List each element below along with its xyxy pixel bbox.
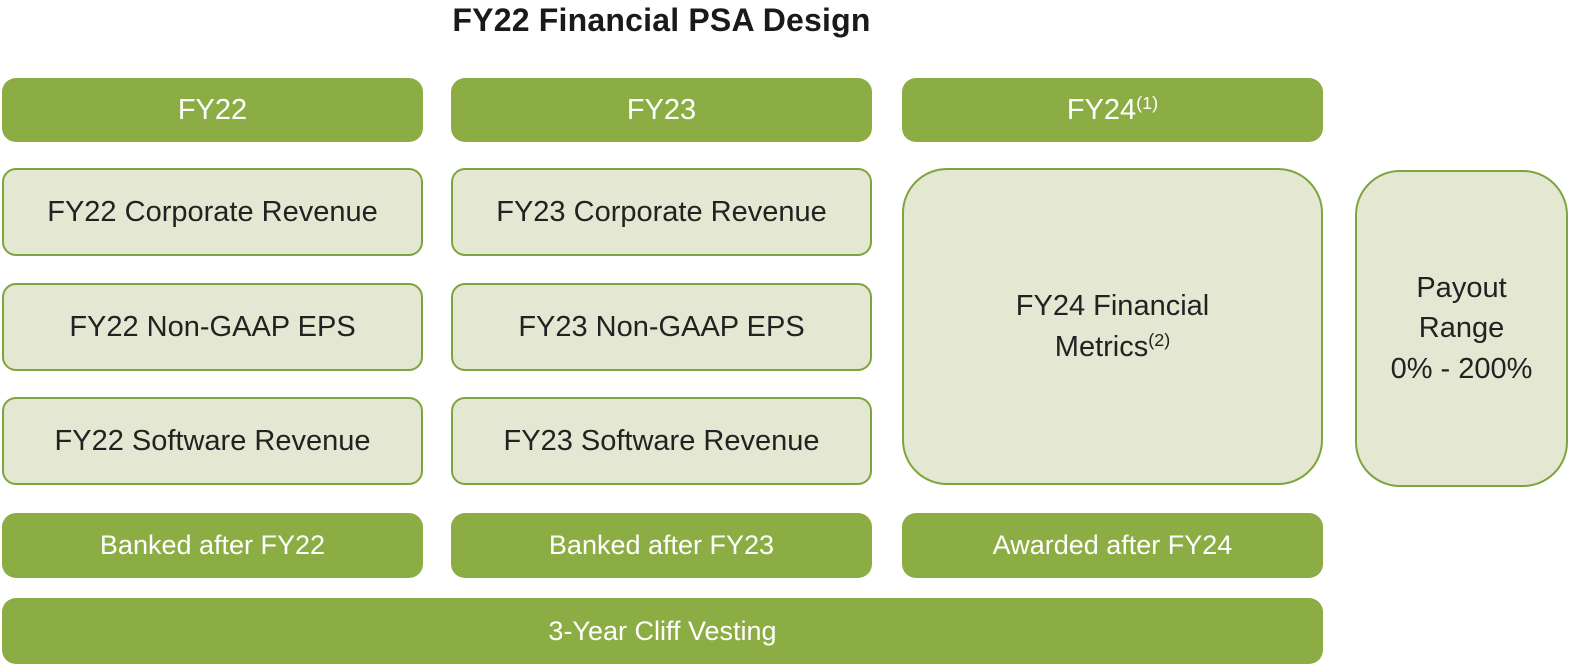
footer-label: Awarded after FY24 (992, 530, 1233, 560)
footnote-marker-2: (2) (1148, 329, 1171, 350)
footer-bar-awarded-fy24: Awarded after FY24 (902, 513, 1323, 578)
header-label-fy23: FY23 (626, 93, 697, 126)
metric-box-fy22-corporate-revenue: FY22 Corporate Revenue (2, 168, 423, 256)
header-bar-fy24: FY24(1) (902, 78, 1323, 142)
metric-label: FY22 Software Revenue (54, 424, 371, 457)
header-label-fy24: FY24(1) (1066, 92, 1159, 126)
metric-label: FY23 Software Revenue (503, 424, 820, 457)
header-label-fy22: FY22 (177, 93, 248, 126)
footer-label: Banked after FY22 (99, 530, 326, 560)
footer-label: Banked after FY23 (548, 530, 775, 560)
header-bar-fy23: FY23 (451, 78, 872, 142)
payout-range-box: Payout Range 0% - 200% (1355, 170, 1568, 487)
metric-box-fy22-non-gaap-eps: FY22 Non-GAAP EPS (2, 283, 423, 371)
footer-bar-banked-fy22: Banked after FY22 (2, 513, 423, 578)
metric-box-fy22-software-revenue: FY22 Software Revenue (2, 397, 423, 485)
metric-box-fy23-non-gaap-eps: FY23 Non-GAAP EPS (451, 283, 872, 371)
payout-range-label: Payout Range 0% - 200% (1390, 272, 1533, 385)
metric-label: FY22 Corporate Revenue (47, 195, 378, 228)
metric-box-fy24-financial-metrics: FY24 Financial Metrics(2) (902, 168, 1323, 485)
vesting-bar: 3-Year Cliff Vesting (2, 598, 1323, 664)
metric-box-fy23-corporate-revenue: FY23 Corporate Revenue (451, 168, 872, 256)
page-title: FY22 Financial PSA Design (452, 2, 871, 38)
metric-box-fy23-software-revenue: FY23 Software Revenue (451, 397, 872, 485)
footer-bar-banked-fy23: Banked after FY23 (451, 513, 872, 578)
metric-label: FY23 Corporate Revenue (496, 195, 827, 228)
metric-label: FY22 Non-GAAP EPS (69, 310, 356, 343)
vesting-label: 3-Year Cliff Vesting (548, 615, 777, 646)
header-bar-fy22: FY22 (2, 78, 423, 142)
footnote-marker-1: (1) (1136, 92, 1159, 113)
metric-label: FY23 Non-GAAP EPS (518, 310, 805, 343)
metric-label: FY24 Financial Metrics(2) (1015, 290, 1210, 363)
